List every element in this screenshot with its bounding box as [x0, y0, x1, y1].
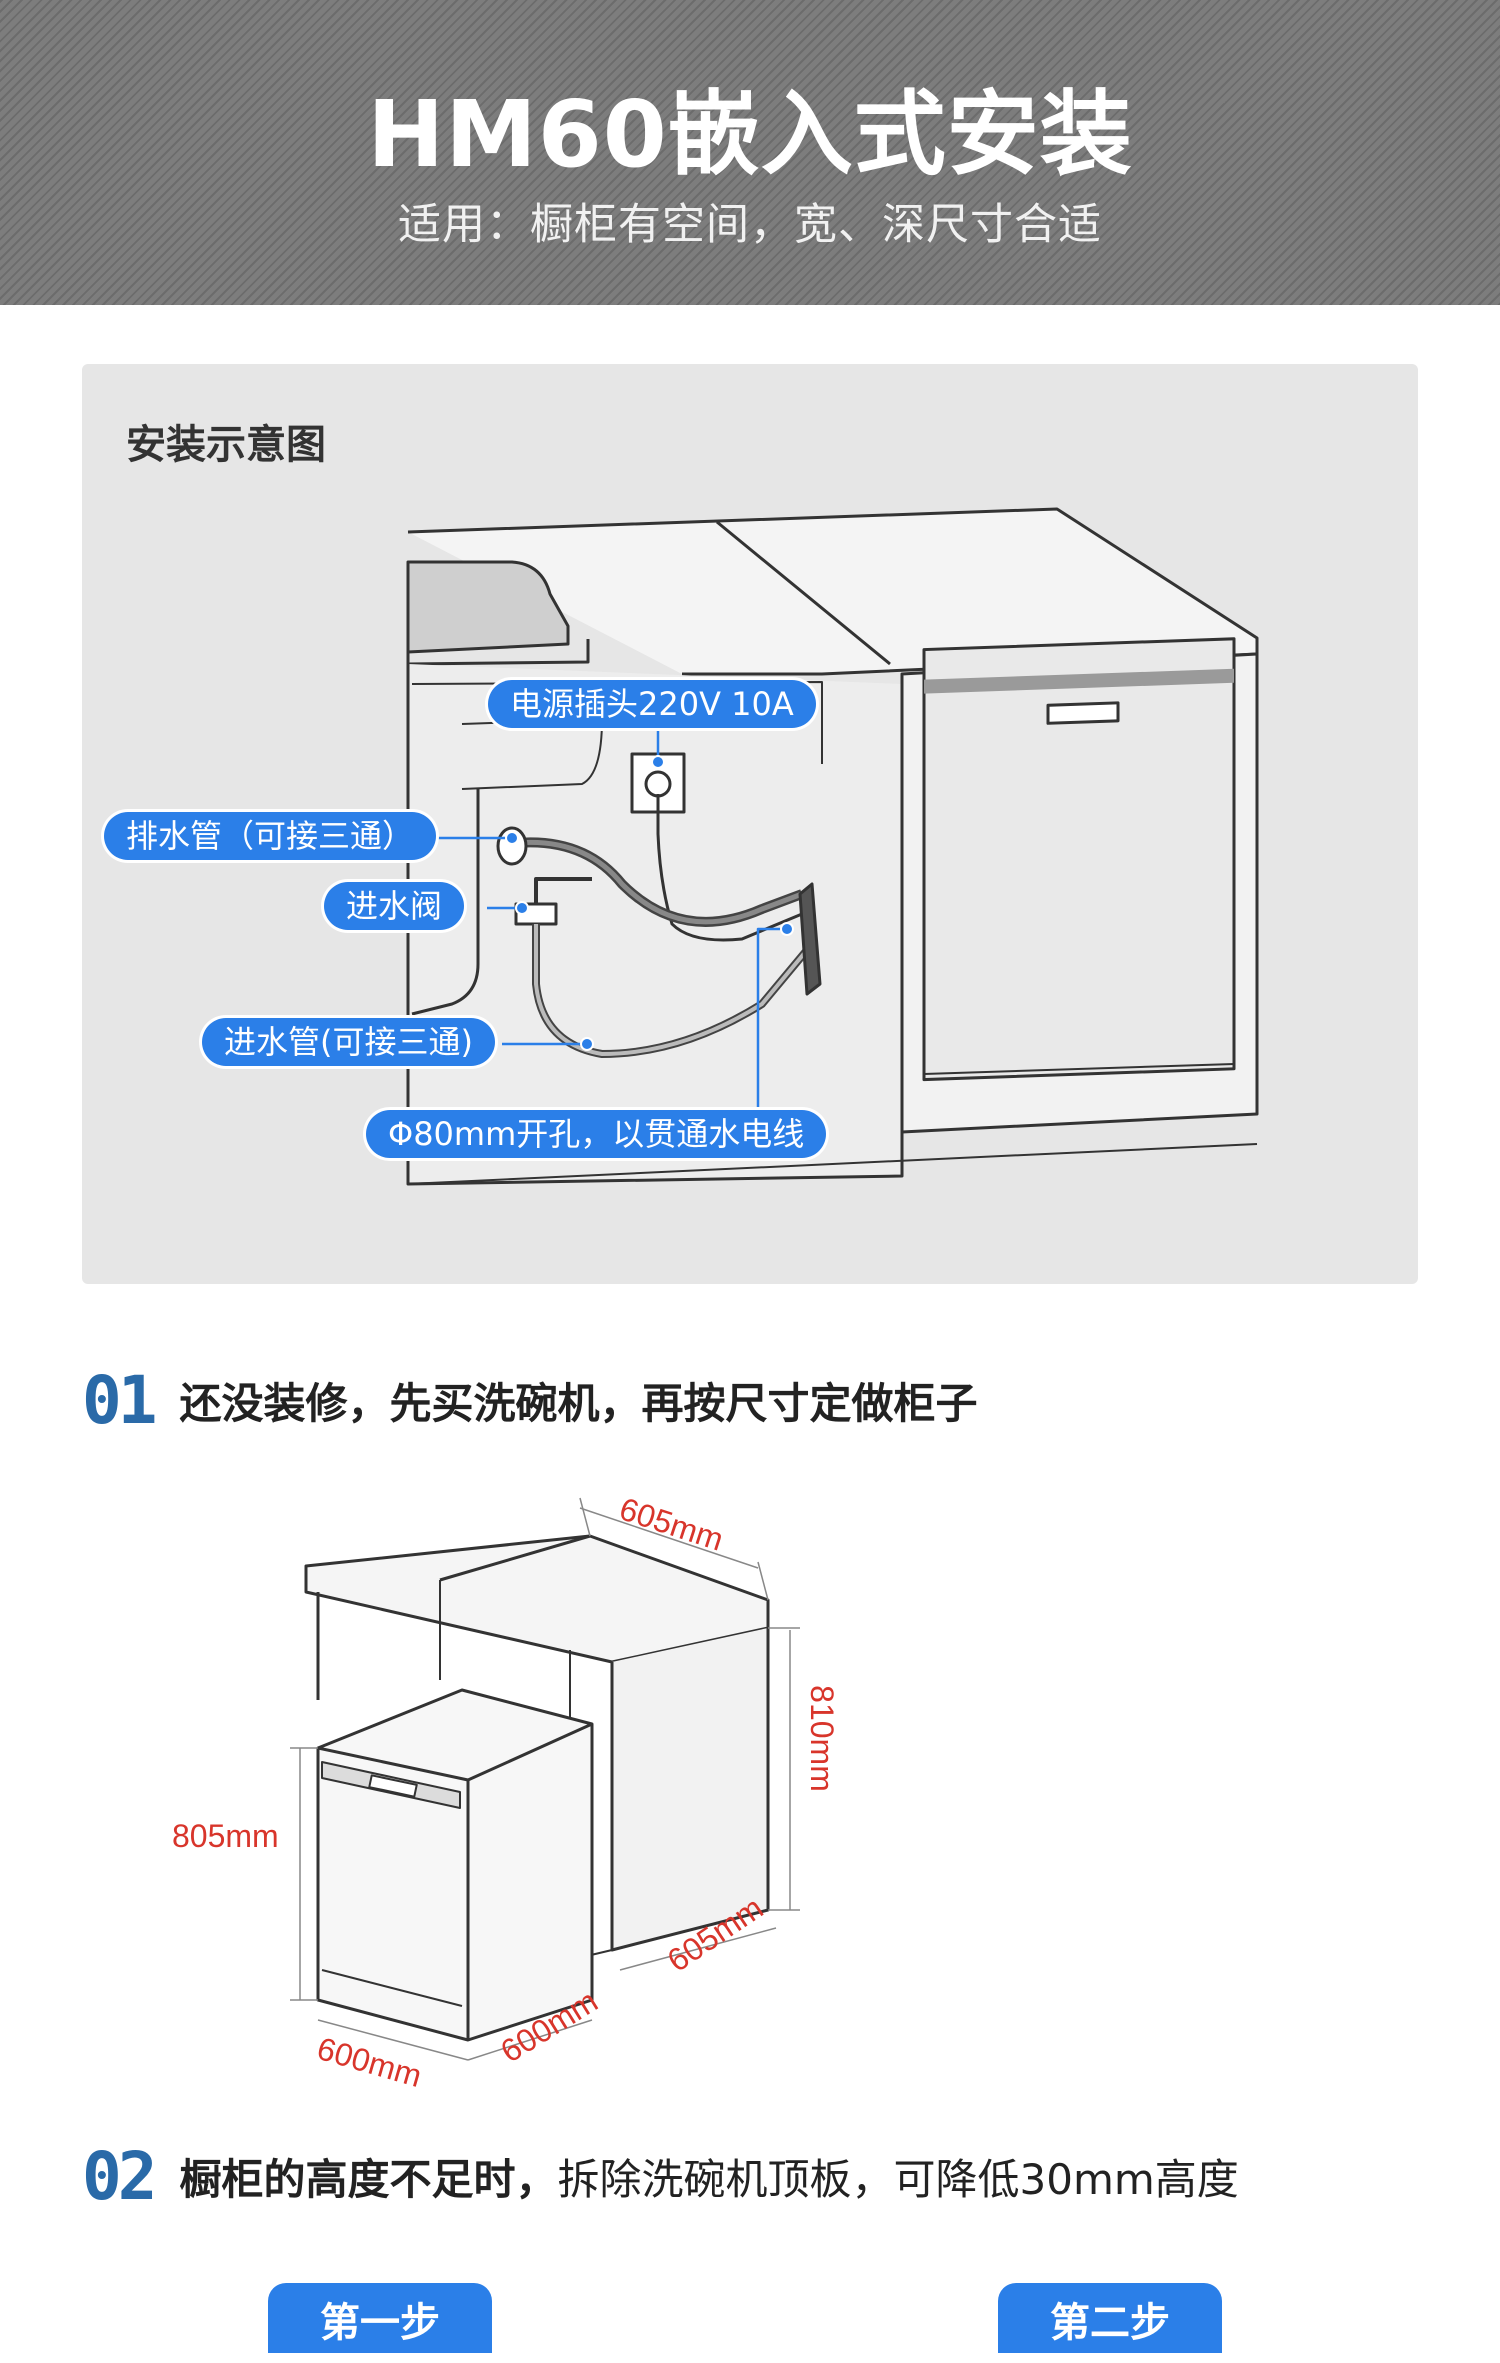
page-title: HM60嵌入式安装 — [367, 81, 1133, 188]
step-2-bold-text: 橱柜的高度不足时， — [179, 2155, 558, 2204]
label-water-valve: 进水阀 — [324, 882, 465, 930]
dishwasher — [922, 637, 1236, 1082]
step-1-heading: 01 还没装修，先买洗碗机，再按尺寸定做柜子 — [82, 1362, 978, 1439]
dim-machine-height: 805mm — [172, 1818, 279, 1854]
dimension-figure: 605mm 810mm 605mm 805mm 600mm 600mm — [150, 1480, 850, 2104]
label-drain-pipe: 排水管（可接三通） — [104, 812, 437, 860]
label-inlet-pipe: 进水管(可接三通) — [202, 1018, 495, 1066]
label-wall-hole: Φ80mm开孔，以贯通水电线 — [366, 1110, 827, 1158]
sink-cabinet — [406, 664, 904, 1186]
step-2-heading: 02 橱柜的高度不足时， 拆除洗碗机顶板，可降低30mm高度 — [82, 2138, 1239, 2215]
page-subtitle: 适用：橱柜有空间，宽、深尺寸合适 — [398, 200, 1102, 250]
dim-cabinet-height: 810mm — [803, 1685, 840, 1792]
cabinet-top — [304, 1534, 770, 1664]
step-2-text: 拆除洗碗机顶板，可降低30mm高度 — [557, 2155, 1239, 2204]
step-1-number: 01 — [82, 1362, 158, 1439]
sink — [406, 560, 570, 654]
countertop — [407, 507, 1259, 676]
header-banner: HM60嵌入式安装 适用：橱柜有空间，宽、深尺寸合适 — [0, 0, 1500, 305]
step-two-button[interactable]: 第二步 — [998, 2283, 1222, 2353]
installation-illustration — [406, 507, 1259, 1186]
step-1-text: 还没装修，先买洗碗机，再按尺寸定做柜子 — [179, 1379, 978, 1428]
label-power-plug: 电源插头220V 10A — [488, 680, 816, 728]
step-one-button[interactable]: 第一步 — [268, 2283, 492, 2353]
wall-hole — [798, 882, 822, 996]
dimension-illustration — [290, 1497, 800, 2061]
step-2-number: 02 — [82, 2138, 158, 2215]
cabinet-body — [316, 1592, 770, 1952]
diagram-title: 安装示意图 — [126, 422, 326, 468]
installation-diagram-panel: 安装示意图 — [82, 364, 1418, 1284]
